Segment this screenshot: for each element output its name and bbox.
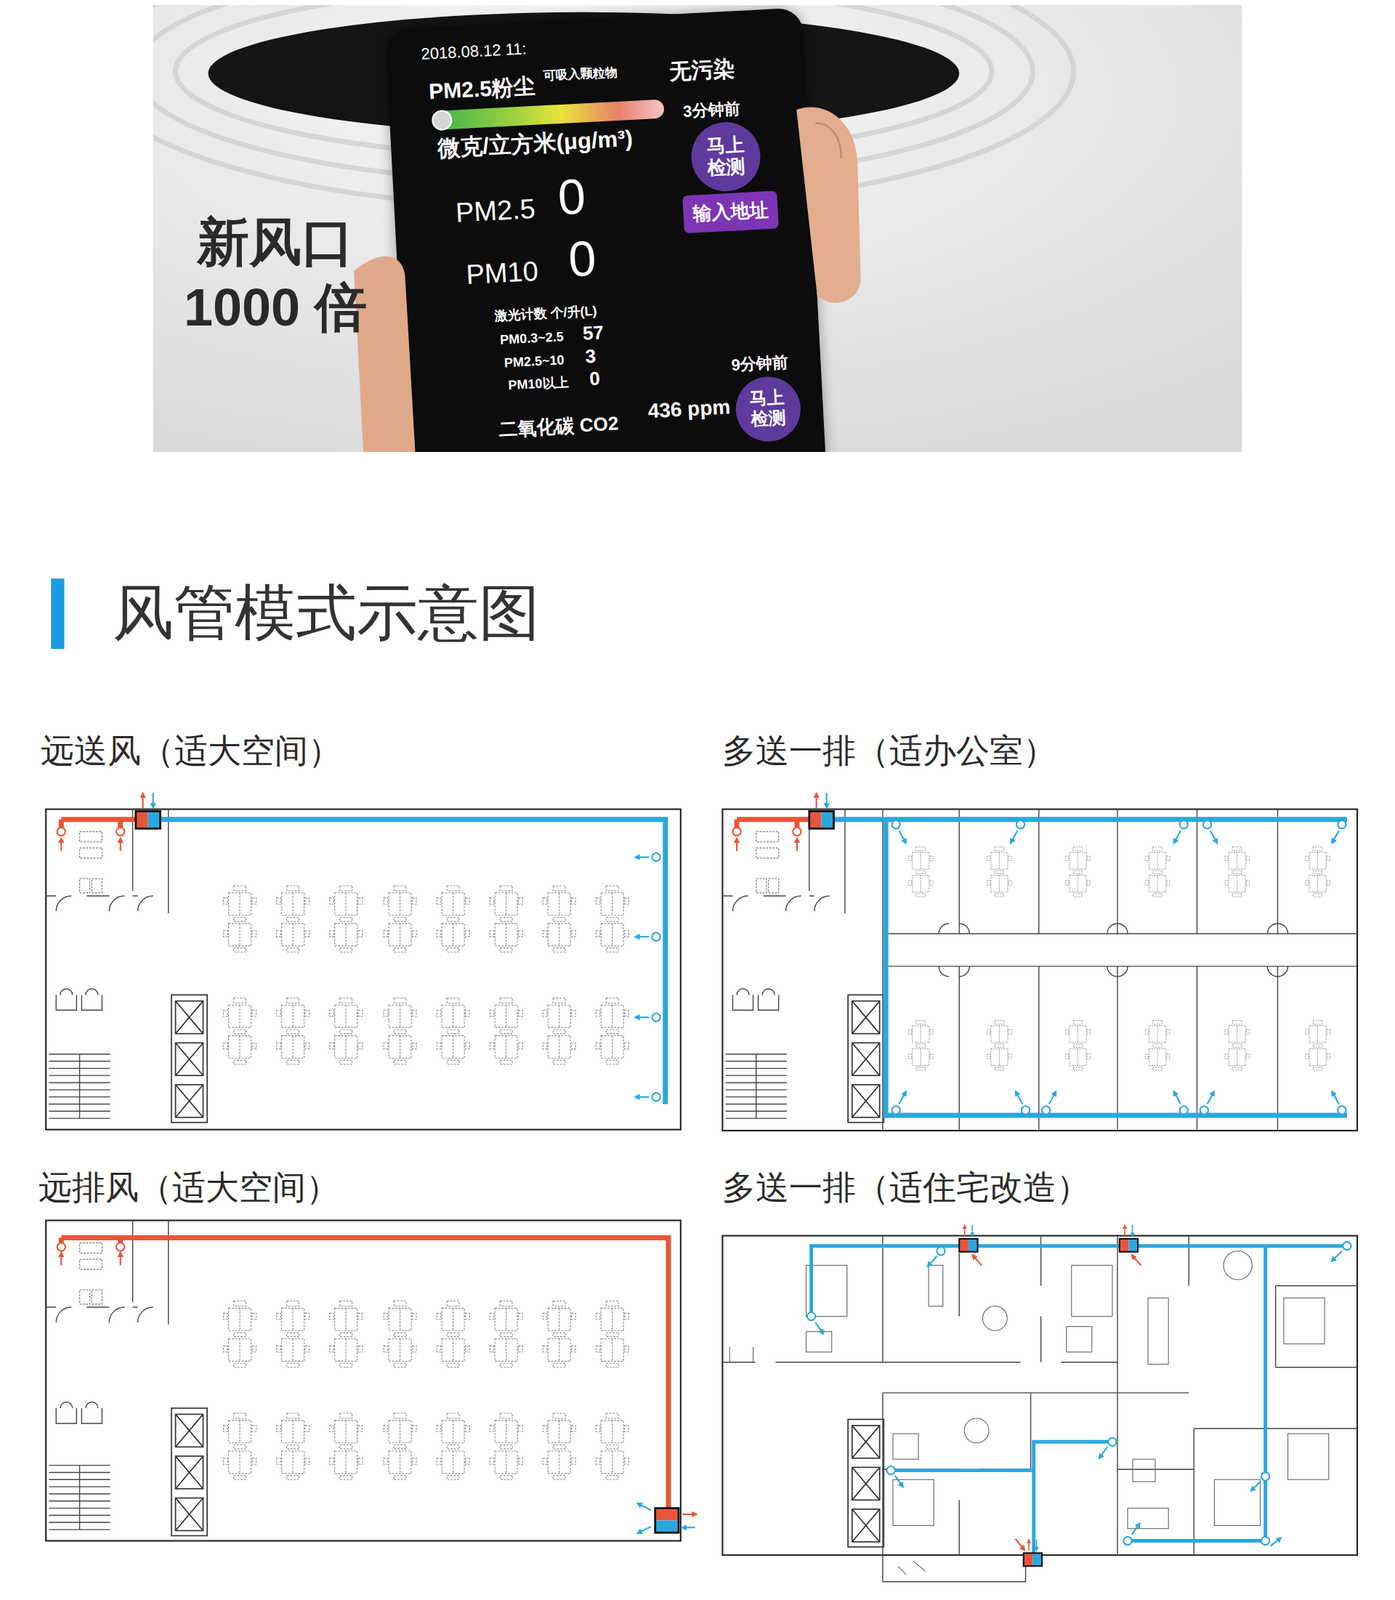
screen-reading: 2018.08.12 11: [420, 39, 527, 64]
screen-reading: 激光计数 个/升(L) [494, 303, 598, 325]
panel-caption: 远送风（适大空间） [40, 730, 342, 771]
screen-reading: PM2.5 [454, 193, 537, 229]
screen-reading: 3分钟前 [682, 99, 741, 121]
diagram-title: 风管模式示意图 [112, 576, 540, 650]
screen-reading: PM2.5~10 [503, 352, 565, 371]
screen-reading: 无污染 [668, 55, 736, 85]
panel-caption: 远排风（适大空间） [38, 1167, 340, 1208]
screen-reading: 0 [567, 229, 598, 288]
screen-reading: PM10 [465, 255, 539, 292]
screen-reading: 3 [584, 345, 597, 369]
button-text: 输入地址 [692, 199, 769, 225]
circle-fill [733, 374, 803, 444]
screen-reading: 二氧化碳 CO2 [498, 412, 620, 441]
check-button: 马上 检测 [688, 119, 763, 194]
screen-reading: PM2.5粉尘 [427, 74, 536, 105]
screen-reading: 436 ppm [647, 395, 731, 423]
screen-reading: 0 [556, 167, 588, 226]
screen-reading: PM10以上 [507, 374, 569, 394]
circle-fill [689, 120, 763, 194]
button-text: 马上 检测 [704, 133, 748, 180]
panel-caption: 多送一排（适住宅改造） [722, 1167, 1090, 1208]
button-text: 马上 检测 [747, 387, 789, 431]
phone-screen: 2018.08.12 11: PM2.5粉尘可吸入颗粒物 无污染微克/立方米(μg/… [385, 7, 830, 452]
screen-reading: 可吸入颗粒物 [542, 65, 618, 84]
panel-caption: 多送一排（适办公室） [722, 730, 1057, 771]
address-button: 输入地址 [682, 191, 779, 234]
screen-reading: 微克/立方米(μg/m³) [436, 125, 633, 163]
photo-caption: 新风口 1000 倍 [166, 209, 385, 341]
screen-reading: 9分钟前 [730, 353, 789, 375]
screen-reading: 57 [581, 321, 604, 345]
check-button: 马上 检测 [733, 374, 803, 444]
screen-reading: PM0.3~2.5 [499, 329, 565, 348]
screen-reading: 0 [589, 368, 601, 391]
